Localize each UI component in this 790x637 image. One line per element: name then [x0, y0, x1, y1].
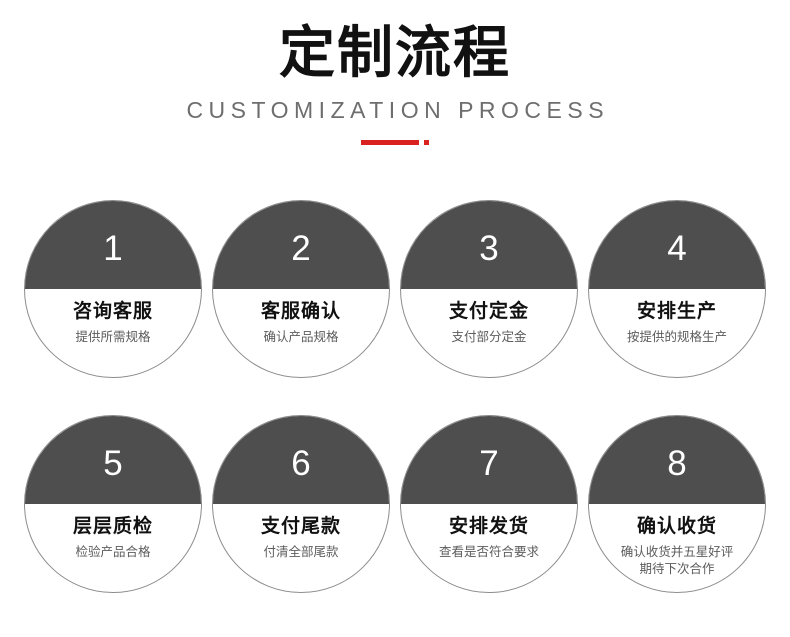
step-title: 安排生产 [636, 300, 717, 322]
process-step-7: 7 安排发货 查看是否符合要求 [400, 415, 578, 593]
step-content: 确认收货 确认收货并五星好评 期待下次合作 [589, 505, 765, 592]
step-content: 客服确认 确认产品规格 [213, 290, 389, 377]
page-header: 定制流程 CUSTOMIZATION PROCESS [0, 0, 790, 145]
step-description: 付清全部尾款 [263, 543, 338, 560]
step-title: 确认收货 [636, 515, 717, 537]
step-number: 6 [291, 444, 311, 483]
step-number-badge: 2 [213, 201, 389, 289]
step-title: 客服确认 [260, 300, 341, 322]
step-number: 4 [667, 229, 687, 268]
page-title: 定制流程 [279, 21, 511, 86]
step-number-badge: 5 [25, 416, 201, 504]
process-steps-grid: 1 咨询客服 提供所需规格 2 客服确认 确认产品规格 3 [0, 200, 790, 593]
step-number-badge: 1 [25, 201, 201, 289]
divider-bar [361, 140, 419, 145]
step-title: 安排发货 [448, 515, 529, 537]
step-description: 支付部分定金 [451, 328, 526, 345]
step-description: 确认产品规格 [263, 328, 338, 345]
step-number: 8 [667, 444, 687, 483]
step-title: 层层质检 [72, 515, 153, 537]
step-description-line1: 确认收货并五星好评 [620, 544, 734, 559]
step-number: 7 [479, 444, 499, 483]
process-step-3: 3 支付定金 支付部分定金 [400, 200, 578, 378]
step-description-line1: 检验产品合格 [75, 544, 151, 559]
step-number: 3 [479, 229, 499, 268]
step-description-line1: 确认产品规格 [263, 329, 339, 344]
step-title: 咨询客服 [72, 300, 153, 322]
step-content: 支付尾款 付清全部尾款 [213, 505, 389, 592]
step-number-badge: 3 [401, 201, 577, 289]
page-subtitle: CUSTOMIZATION PROCESS [186, 97, 610, 123]
step-number-badge: 6 [213, 416, 389, 504]
step-description-line1: 查看是否符合要求 [438, 544, 539, 559]
step-number-badge: 7 [401, 416, 577, 504]
step-number-badge: 4 [589, 201, 765, 289]
step-description: 提供所需规格 [75, 328, 150, 345]
process-step-5: 5 层层质检 检验产品合格 [24, 415, 202, 593]
step-content: 安排生产 按提供的规格生产 [589, 290, 765, 377]
step-content: 安排发货 查看是否符合要求 [401, 505, 577, 592]
step-number-badge: 8 [589, 416, 765, 504]
step-description: 查看是否符合要求 [439, 543, 539, 560]
process-step-1: 1 咨询客服 提供所需规格 [24, 200, 202, 378]
step-description-line1: 支付部分定金 [451, 329, 527, 344]
step-description-line1: 按提供的规格生产 [626, 329, 727, 344]
step-title: 支付定金 [448, 300, 529, 322]
step-number: 1 [103, 229, 123, 268]
process-step-2: 2 客服确认 确认产品规格 [212, 200, 390, 378]
step-description-line1: 提供所需规格 [75, 329, 151, 344]
process-step-4: 4 安排生产 按提供的规格生产 [588, 200, 766, 378]
step-description: 确认收货并五星好评 期待下次合作 [621, 543, 734, 577]
process-step-6: 6 支付尾款 付清全部尾款 [212, 415, 390, 593]
step-number: 5 [103, 444, 123, 483]
divider-dot [424, 140, 429, 145]
step-description: 检验产品合格 [75, 543, 150, 560]
step-content: 咨询客服 提供所需规格 [25, 290, 201, 377]
process-step-8: 8 确认收货 确认收货并五星好评 期待下次合作 [588, 415, 766, 593]
step-description-line2: 期待下次合作 [639, 561, 715, 576]
step-number: 2 [291, 229, 311, 268]
step-title: 支付尾款 [260, 515, 341, 537]
step-content: 层层质检 检验产品合格 [25, 505, 201, 592]
step-content: 支付定金 支付部分定金 [401, 290, 577, 377]
step-description: 按提供的规格生产 [627, 328, 727, 345]
title-divider [0, 124, 790, 145]
step-description-line1: 付清全部尾款 [263, 544, 339, 559]
